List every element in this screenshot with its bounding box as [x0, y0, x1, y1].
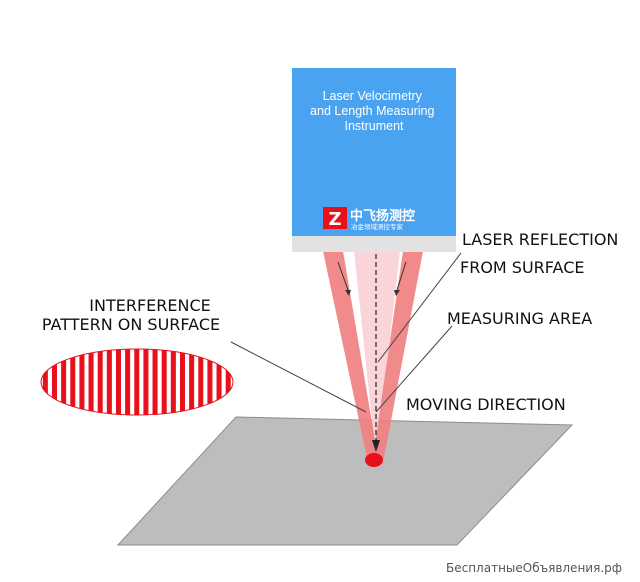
instrument-title-line-3: Instrument: [344, 119, 404, 133]
label-moving-direction: MOVING DIRECTION: [406, 395, 566, 414]
svg-text:Laser Velocimetry and Le: Laser Velocimetry and Length Measuring I…: [310, 89, 438, 133]
instrument: Laser Velocimetry and Length Measuring I…: [292, 68, 456, 252]
interference-stripe: [97, 349, 103, 415]
interference-stripe: [79, 349, 85, 415]
interference-stripe: [125, 349, 131, 415]
svg-text:Z: Z: [328, 209, 341, 230]
interference-stripe: [51, 349, 57, 415]
right-laser-beam: [373, 251, 423, 458]
brand-logo: Z: [323, 207, 347, 230]
center-arrow-icon: [372, 440, 380, 452]
brand-name: 中飞扬测控: [350, 208, 415, 224]
leader-lines: [230, 252, 462, 413]
interference-stripe: [152, 349, 158, 415]
interference-stripe: [106, 349, 112, 415]
interference-stripe: [42, 349, 48, 415]
interference-stripe: [216, 349, 222, 415]
brand-tagline: 冶金领域测控专家: [351, 222, 404, 231]
interference-stripe: [61, 349, 67, 415]
watermark: БесплатныеОбъявления.рф: [446, 561, 622, 575]
interference-pattern: [40, 348, 234, 416]
interference-stripe: [170, 349, 176, 415]
interference-stripe: [198, 349, 204, 415]
interference-stripe: [88, 349, 94, 415]
reflection-beam: [354, 251, 400, 458]
instrument-title-line-1: Laser Velocimetry: [323, 89, 423, 103]
interference-stripe: [161, 349, 167, 415]
instrument-base: [292, 236, 456, 252]
interference-stripe: [70, 349, 76, 415]
interference-stripe: [143, 349, 149, 415]
interference-stripe: [179, 349, 185, 415]
interference-stripe: [189, 349, 195, 415]
label-laser-reflection-line-2: FROM SURFACE: [460, 258, 584, 277]
instrument-body: [292, 68, 456, 236]
moving-surface: [116, 416, 574, 546]
laser-spot: [365, 453, 383, 467]
label-interference-line-2: PATTERN ON SURFACE: [42, 315, 220, 334]
label-measuring-area: MEASURING AREA: [447, 309, 592, 328]
interference-stripe: [134, 349, 140, 415]
beam-direction-arrows: [337, 261, 407, 296]
label-laser-reflection-line-1: LASER REFLECTION: [462, 230, 618, 249]
interference-stripe: [115, 349, 121, 415]
interference-stripe: [225, 349, 231, 415]
interference-stripe: [207, 349, 213, 415]
left-laser-beam: [323, 251, 378, 458]
instrument-title-line-2: and Length Measuring: [310, 104, 434, 118]
label-interference-line-1: INTERFERENCE: [89, 296, 210, 315]
